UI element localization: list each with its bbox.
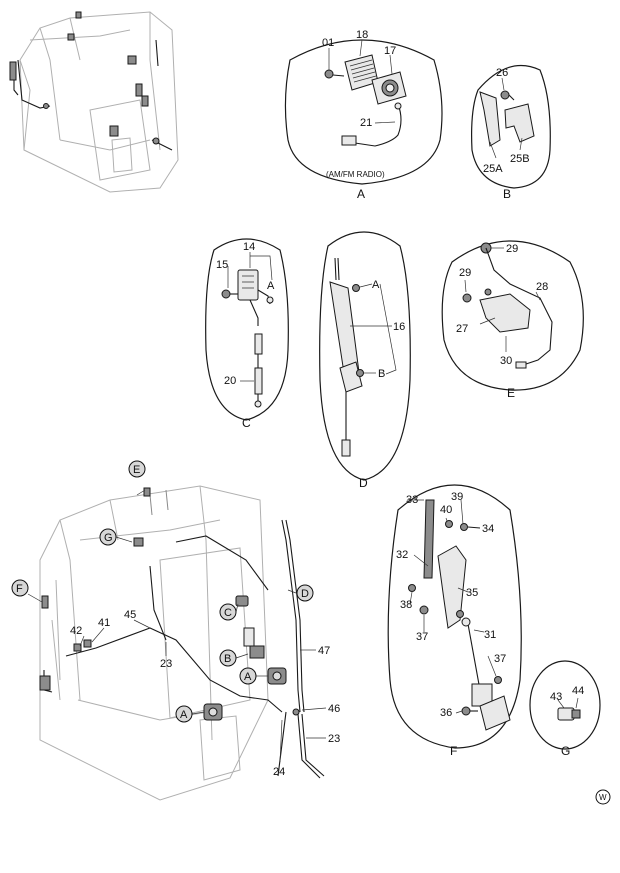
panel-letter-b: B	[503, 187, 511, 201]
panel-f: 40 33 39 34 32 35 38 37 31 37 36 F	[387, 484, 522, 758]
callout-f: F	[16, 583, 23, 595]
label-32: 32	[396, 549, 408, 561]
corner-w-text: W	[599, 793, 607, 802]
label-16: 16	[393, 321, 405, 333]
panel-d: A 16 B D	[319, 231, 411, 490]
label-b-d: B	[378, 368, 385, 380]
label-37-left: 37	[416, 631, 428, 643]
panel-letter-c: C	[242, 416, 251, 430]
label-a-c: A	[267, 280, 275, 292]
label-14: 14	[243, 241, 255, 253]
panel-c: 14 15 A 20 C	[205, 238, 289, 430]
label-38: 38	[400, 599, 412, 611]
label-45: 45	[124, 609, 136, 621]
callout-a-left: A	[180, 709, 188, 721]
label-28: 28	[536, 281, 548, 293]
label-39: 39	[451, 491, 463, 503]
callout-g: G	[104, 532, 113, 544]
panel-e: 29 29 28 27 30 E	[441, 240, 584, 400]
label-29-left: 29	[459, 267, 471, 279]
label-43: 43	[550, 691, 562, 703]
overview-cab-small	[9, 11, 179, 193]
panel-letter-e: E	[507, 386, 515, 400]
label-41: 41	[98, 617, 110, 629]
label-47: 47	[318, 645, 330, 657]
main-cab-view	[27, 485, 327, 801]
callout-b: B	[224, 653, 231, 665]
caption-am-fm-radio: (AM/FM RADIO)	[326, 170, 385, 179]
label-40: 40	[440, 504, 452, 516]
panel-b: 26 25A 25B B	[471, 64, 551, 201]
label-31: 31	[484, 629, 496, 641]
label-42: 42	[70, 625, 82, 637]
panel-letter-d: D	[359, 476, 368, 490]
label-23-upper: 23	[160, 658, 172, 670]
label-33: 33	[406, 494, 418, 506]
label-17: 17	[384, 45, 396, 57]
callout-a-right: A	[244, 671, 252, 683]
label-35: 35	[466, 587, 478, 599]
label-25b: 25B	[510, 153, 530, 165]
label-18: 18	[356, 29, 368, 41]
panel-letter-f: F	[450, 744, 457, 758]
label-21: 21	[360, 117, 372, 129]
label-15: 15	[216, 259, 228, 271]
panel-letter-g: G	[561, 744, 570, 758]
label-30: 30	[500, 355, 512, 367]
main-callouts: E G F C D B A A	[11, 460, 314, 723]
label-37-right: 37	[494, 653, 506, 665]
corner-w-mark: W	[595, 789, 611, 805]
label-01: 01	[322, 37, 334, 49]
callout-e: E	[133, 464, 140, 476]
panel-g: 43 44 G	[529, 660, 601, 758]
label-27: 27	[456, 323, 468, 335]
label-26: 26	[496, 67, 508, 79]
callout-c: C	[224, 607, 232, 619]
label-36: 36	[440, 707, 452, 719]
label-44: 44	[572, 685, 584, 697]
label-20: 20	[224, 375, 236, 387]
main-part-labels: 45 42 41 23 47 46 23 24	[70, 609, 340, 778]
label-46: 46	[328, 703, 340, 715]
label-24: 24	[273, 766, 285, 778]
label-34: 34	[482, 523, 494, 535]
panel-letter-a: A	[357, 187, 365, 201]
panel-a: 01 18 17 21 (AM/FM RADIO) A	[284, 29, 443, 201]
label-a-d: A	[372, 279, 380, 291]
callout-d: D	[301, 588, 309, 600]
label-29-top: 29	[506, 243, 518, 255]
label-25a: 25A	[483, 163, 503, 175]
label-23-lower: 23	[328, 733, 340, 745]
